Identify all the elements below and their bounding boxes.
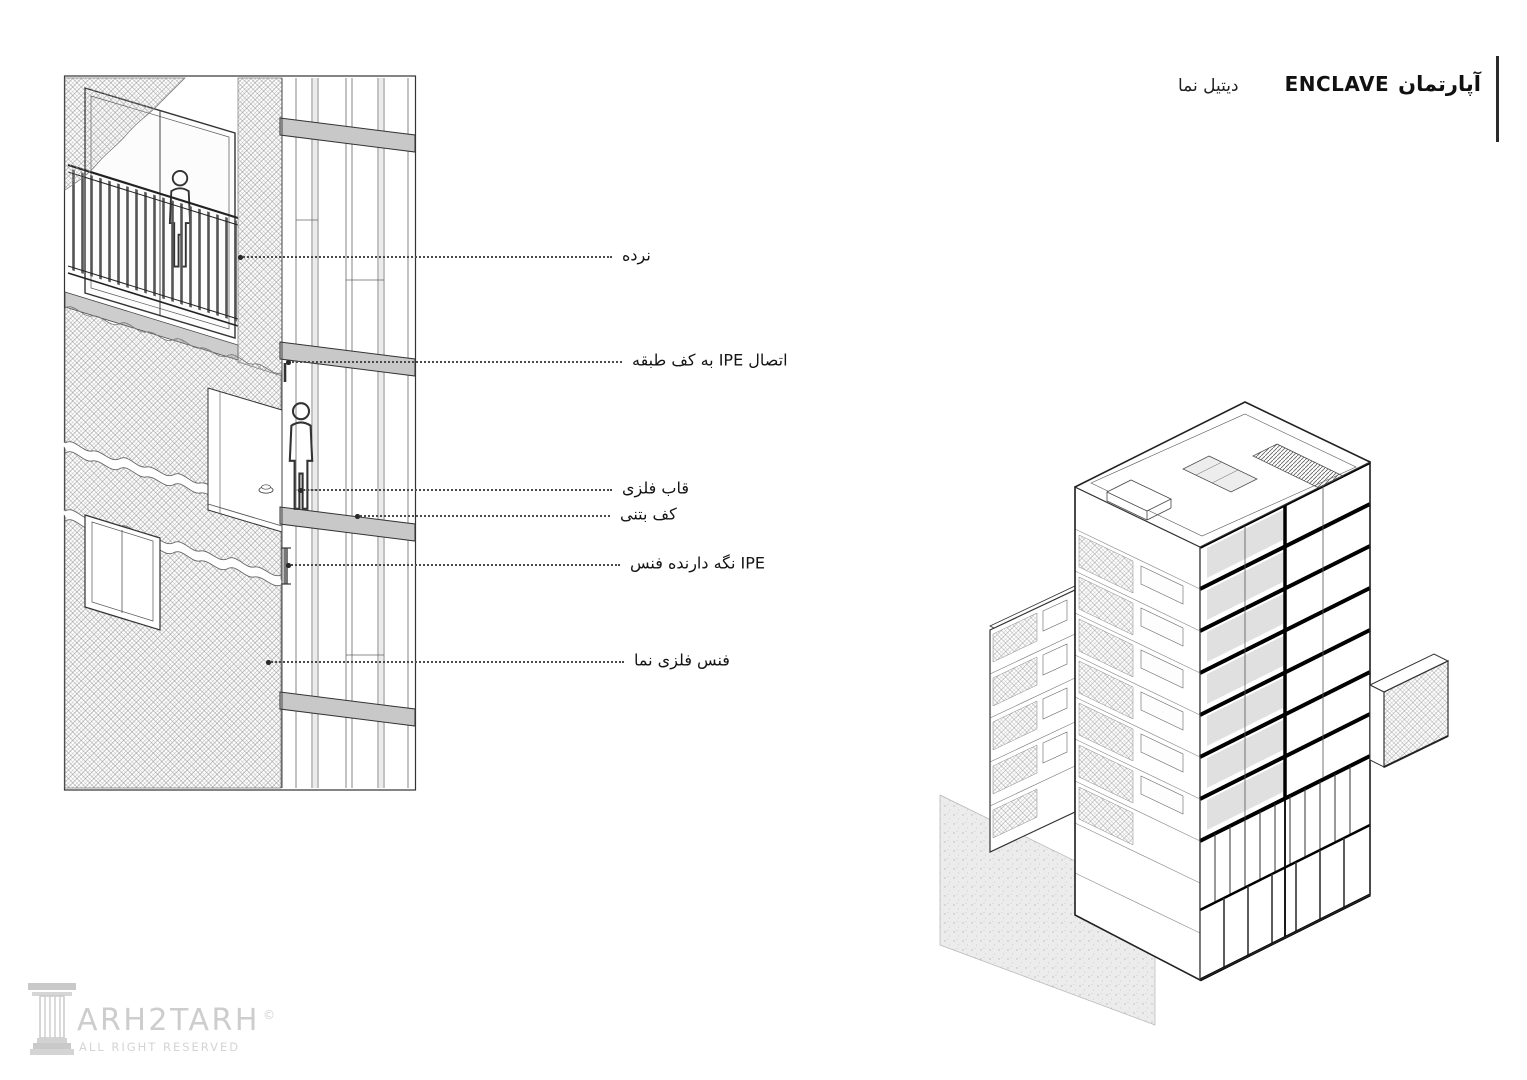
header-rule <box>1496 56 1499 142</box>
annotation-label: فنس فلزی نما <box>634 650 730 670</box>
building-section-drawing <box>939 401 1450 1026</box>
roof-dark-panel <box>1252 443 1344 489</box>
concrete-slabs <box>279 117 416 727</box>
annotation-label: اتصال IPE به کف طبقه <box>632 350 788 370</box>
watermark: ARH2TARH© ALL RIGHT RESERVED <box>28 983 288 1063</box>
west-wing <box>989 585 1084 853</box>
inner-facade-windows <box>295 78 409 788</box>
leader-line <box>238 255 612 260</box>
sheet-header: آپارتمان ENCLAVE دیتیل نما <box>1178 72 1481 96</box>
annotation-label: IPE نگه دارنده فنس <box>630 553 766 573</box>
roof-plan <box>1073 401 1372 548</box>
roof-bulkhead <box>1106 479 1172 521</box>
middle-balcony-niche <box>207 387 283 533</box>
tower-section-face <box>1199 460 1371 982</box>
sheet-title-fa: آپارتمان <box>1398 72 1481 96</box>
leader-line <box>298 488 612 493</box>
annotation-label: نرده <box>622 245 651 265</box>
leader-line <box>355 514 610 519</box>
sheet-subtitle: دیتیل نما <box>1177 76 1239 96</box>
copyright-mark: © <box>262 1008 278 1022</box>
mesh-top-left <box>64 77 186 191</box>
balcony-railing <box>67 163 239 327</box>
roof-skylight <box>1182 455 1258 493</box>
ipe-details <box>281 363 291 585</box>
sheet-title: آپارتمان ENCLAVE <box>1285 72 1481 96</box>
annotation-label: کف بتنی <box>620 504 677 524</box>
mesh-window <box>84 514 161 631</box>
column-logo-icon <box>28 983 76 1055</box>
leader-line <box>286 360 622 365</box>
east-annex <box>1368 653 1450 768</box>
facade-detail-drawing <box>60 75 417 791</box>
tower-southwest-face <box>1074 486 1201 981</box>
sheet-title-en: ENCLAVE <box>1284 72 1390 96</box>
annotation-label: قاب فلزی <box>622 478 689 498</box>
watermark-rights: ALL RIGHT RESERVED <box>79 1040 241 1054</box>
leader-line <box>266 660 624 665</box>
watermark-brand: ARH2TARH© <box>77 1003 277 1038</box>
leader-line <box>286 563 620 568</box>
watermark-brand-text: ARH2TARH <box>77 1003 260 1038</box>
mesh-strip <box>237 77 283 377</box>
